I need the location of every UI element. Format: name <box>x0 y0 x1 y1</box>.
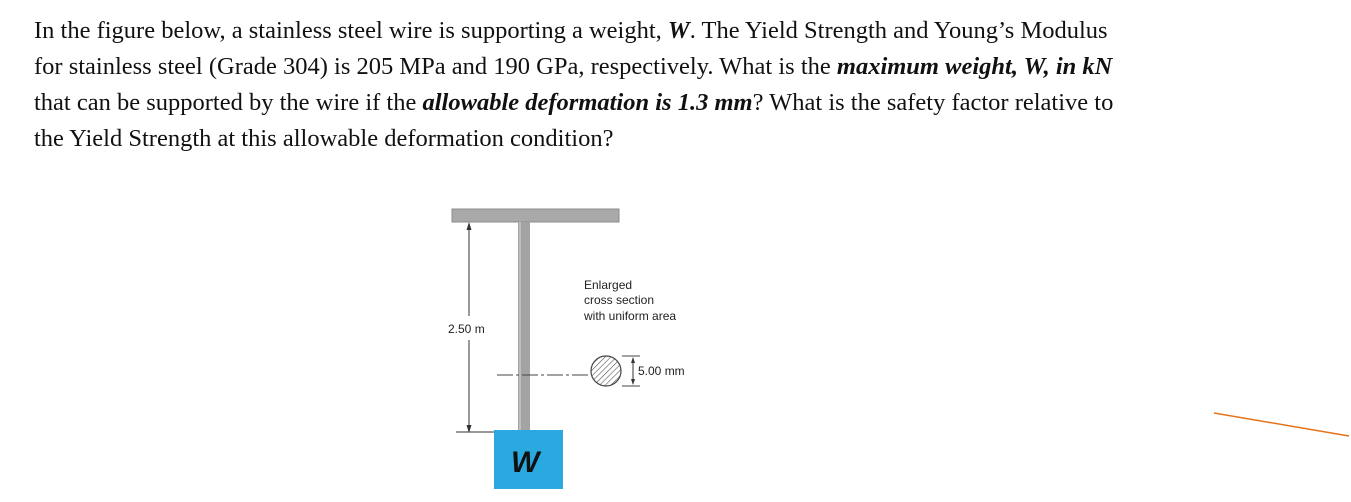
length-label: 2.50 m <box>448 322 485 336</box>
problem-text-part-1: In the figure below, a stainless steel w… <box>34 17 668 44</box>
weight-symbol: W <box>667 17 690 44</box>
allowable-deformation-phrase: allowable deformation is 1.3 mm <box>422 89 753 116</box>
problem-text-part-2: . The Yield Strength and Young’s Modulus… <box>34 17 1108 80</box>
weight-label: W <box>511 446 542 479</box>
enlarged-label-line2: cross section <box>584 293 654 307</box>
diameter-dimension <box>622 355 640 387</box>
enlarged-label-line1: Enlarged <box>584 278 632 292</box>
cross-section-circle <box>590 355 622 387</box>
problem-text-part-4: ? What is the safety factor relative to … <box>34 89 1114 152</box>
max-weight-phrase: maximum weight, W, in kN <box>836 53 1113 80</box>
diameter-label: 5.00 mm <box>638 364 685 378</box>
ceiling-support <box>451 208 620 223</box>
weight-block <box>494 430 563 489</box>
wire <box>518 222 530 432</box>
enlarged-label-line3: with uniform area <box>583 309 676 323</box>
problem-text-part-3: that can be supported by the wire if the <box>34 89 423 116</box>
annotation-line <box>1213 412 1350 437</box>
problem-statement: In the figure below, a stainless steel w… <box>34 13 1114 157</box>
